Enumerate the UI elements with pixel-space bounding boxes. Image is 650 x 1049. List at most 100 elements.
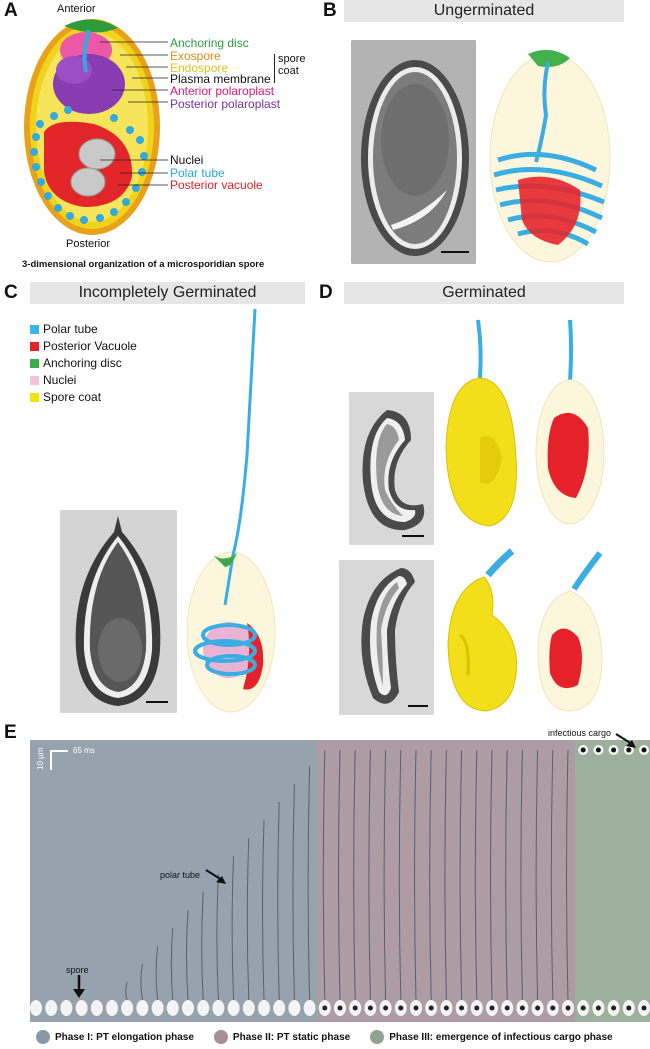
time-scalebar	[50, 750, 68, 752]
polar-tube-trace	[550, 749, 554, 1001]
spore-coat-label-1: spore	[278, 53, 306, 65]
spore-core	[428, 1005, 434, 1011]
time-scale-label: 65 ms	[73, 746, 95, 755]
polar-tube-trace	[140, 963, 143, 1001]
polar-tube-annotation: polar tube	[160, 870, 201, 880]
phase-3-label: Phase III: emergence of infectious cargo…	[389, 1031, 613, 1043]
spore-core	[641, 1005, 647, 1011]
polar-tube-trace	[566, 749, 569, 1001]
polar-tube-trace	[125, 981, 128, 1001]
label-exospore: Exospore	[170, 49, 221, 63]
phase-legend: Phase I: PT elongation phase Phase II: P…	[30, 1026, 627, 1048]
cargo-dot	[595, 747, 601, 753]
polar-tube-trace	[216, 873, 219, 1001]
polar-tube-trace	[186, 909, 189, 1001]
infectious-cargo-arrow	[615, 733, 636, 748]
polar-tube-trace	[505, 749, 508, 1001]
spore-core	[565, 1005, 571, 1011]
cargo-dot	[641, 747, 647, 753]
polar-tube-trace	[201, 891, 204, 1001]
polar-tube-trace	[246, 837, 250, 1001]
spore-frame	[273, 1000, 286, 1016]
polar-tube-trace	[429, 749, 432, 1001]
polar-tube-arrow	[205, 869, 226, 884]
spore-frame	[136, 1000, 149, 1016]
polar-tube-trace	[535, 749, 539, 1001]
spore-core	[322, 1005, 328, 1011]
phase-1-dot	[36, 1030, 50, 1044]
panel-a-letter: A	[4, 0, 18, 21]
legend-anchoring-disc: Anchoring disc	[30, 356, 122, 370]
polar-tube-trace	[322, 749, 326, 1001]
spore-core	[383, 1005, 389, 1011]
polar-tube-trace	[353, 749, 356, 1001]
incompletely-germinated-3d-model	[185, 305, 285, 717]
incompletely-germinated-em-image	[60, 510, 177, 713]
spore-frame	[30, 1000, 42, 1016]
spore-core	[398, 1005, 404, 1011]
spore-frame	[106, 1000, 118, 1016]
label-endospore: Endospore	[170, 61, 229, 75]
posterior-label: Posterior	[66, 238, 111, 250]
panel-c-scalebar	[146, 701, 168, 703]
spore-core	[352, 1005, 358, 1011]
label-anchoring-disc: Anchoring disc	[170, 36, 249, 50]
panel-b-scalebar	[441, 251, 469, 253]
spore-arrow	[73, 975, 85, 998]
polar-tube-trace	[292, 783, 295, 1001]
germinated-em-image-2	[339, 560, 434, 715]
germinated-3d-vacuole-1	[530, 318, 610, 530]
panel-d-letter: D	[319, 282, 333, 303]
polar-tube-trace	[520, 749, 523, 1001]
legend-spore-coat: Spore coat	[30, 390, 101, 404]
spore-frame	[90, 1000, 103, 1016]
germinated-em-image-1	[349, 392, 434, 545]
panel-e-letter: E	[4, 722, 17, 743]
polar-tube-trace	[368, 749, 371, 1001]
length-scalebar	[50, 750, 52, 770]
spore-core	[519, 1005, 525, 1011]
polar-tube-trace	[414, 749, 417, 1001]
spore-core	[459, 1005, 465, 1011]
polar-tube-trace	[398, 749, 402, 1001]
legend-swatch	[30, 325, 39, 334]
spore-frame	[212, 1000, 225, 1016]
spore-frame	[151, 1000, 164, 1016]
panel-d-title: Germinated	[344, 282, 624, 304]
spore-coat-bracket	[274, 54, 275, 83]
spore-frame	[303, 1000, 316, 1016]
polar-tube-trace	[383, 749, 387, 1001]
nucleus-2	[70, 167, 106, 197]
spore-core	[474, 1005, 480, 1011]
spore-frame	[227, 1000, 240, 1016]
spore-core	[626, 1005, 632, 1011]
label-nuclei: Nuclei	[170, 153, 204, 167]
spore-core	[550, 1005, 556, 1011]
polar-tube-trace	[170, 927, 174, 1001]
spore-frame	[121, 1000, 134, 1016]
cargo-dot	[626, 747, 632, 753]
polar-tube-trace	[277, 801, 280, 1001]
spore-core	[611, 1005, 617, 1011]
spore-core	[535, 1005, 541, 1011]
legend-swatch	[30, 342, 39, 351]
label-plasma-membrane: Plasma membrane	[170, 72, 271, 86]
spore-frame	[166, 1000, 179, 1016]
spore-coat-label-2: coat	[278, 65, 299, 77]
polar-tube-trace	[459, 749, 463, 1001]
spore-frame	[242, 1000, 255, 1016]
spore-3d-diagram	[14, 12, 174, 237]
spore-core	[595, 1005, 601, 1011]
polar-tube-coils	[30, 106, 148, 224]
spore-frame	[75, 1000, 88, 1016]
panel-d-scalebar-1	[402, 535, 424, 537]
cargo-dot	[580, 747, 586, 753]
polar-tube-trace	[338, 749, 341, 1001]
label-posterior-polaroplast: Posterior polaroplast	[170, 97, 281, 111]
spore-frame	[258, 1000, 270, 1016]
phase-3-dot	[370, 1030, 385, 1044]
germinated-3d-model-1	[440, 318, 520, 530]
polar-tube-trace	[307, 765, 311, 1001]
spore-frame	[197, 1000, 210, 1016]
spore-core	[504, 1005, 510, 1011]
